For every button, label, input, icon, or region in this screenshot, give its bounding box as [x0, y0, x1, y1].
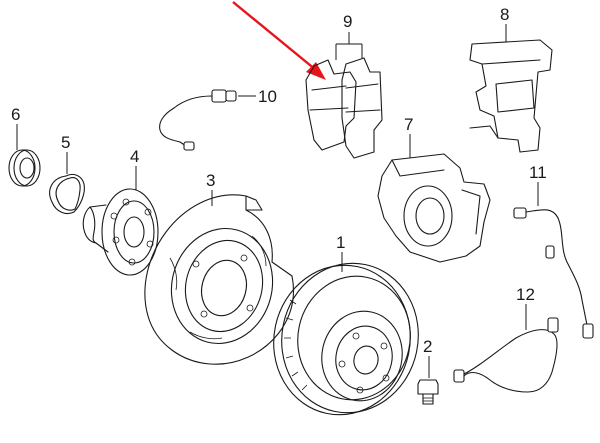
part-11-abs-sensor[interactable] — [513, 207, 594, 339]
part-7-brake-caliper[interactable] — [377, 153, 491, 263]
part-1-brake-rotor[interactable] — [260, 251, 432, 428]
callout-10: 10 — [258, 87, 277, 106]
callout-5: 5 — [61, 133, 70, 152]
part-6-wheel-bearing[interactable] — [8, 149, 41, 187]
part-5-snap-ring[interactable] — [49, 173, 85, 215]
callout-4: 4 — [130, 147, 139, 166]
part-10-wear-sensor[interactable] — [159, 89, 237, 151]
part-2-bolt[interactable] — [417, 379, 439, 405]
part-4-wheel-hub[interactable] — [82, 188, 159, 276]
callout-1: 1 — [336, 233, 345, 252]
part-3-dust-shield[interactable] — [144, 194, 295, 365]
callout-9: 9 — [343, 12, 352, 31]
callout-12: 12 — [516, 285, 535, 304]
part-12-sensor-harness[interactable] — [453, 317, 559, 393]
part-8-caliper-carrier[interactable] — [469, 39, 553, 153]
callout-8: 8 — [500, 5, 509, 24]
callout-3: 3 — [206, 171, 215, 190]
part-9-brake-pads[interactable] — [305, 57, 383, 159]
highlight-arrow — [232, 1, 326, 80]
callout-7: 7 — [404, 115, 413, 134]
callout-2: 2 — [423, 337, 432, 356]
callout-6: 6 — [11, 105, 20, 124]
callout-11: 11 — [529, 163, 547, 182]
